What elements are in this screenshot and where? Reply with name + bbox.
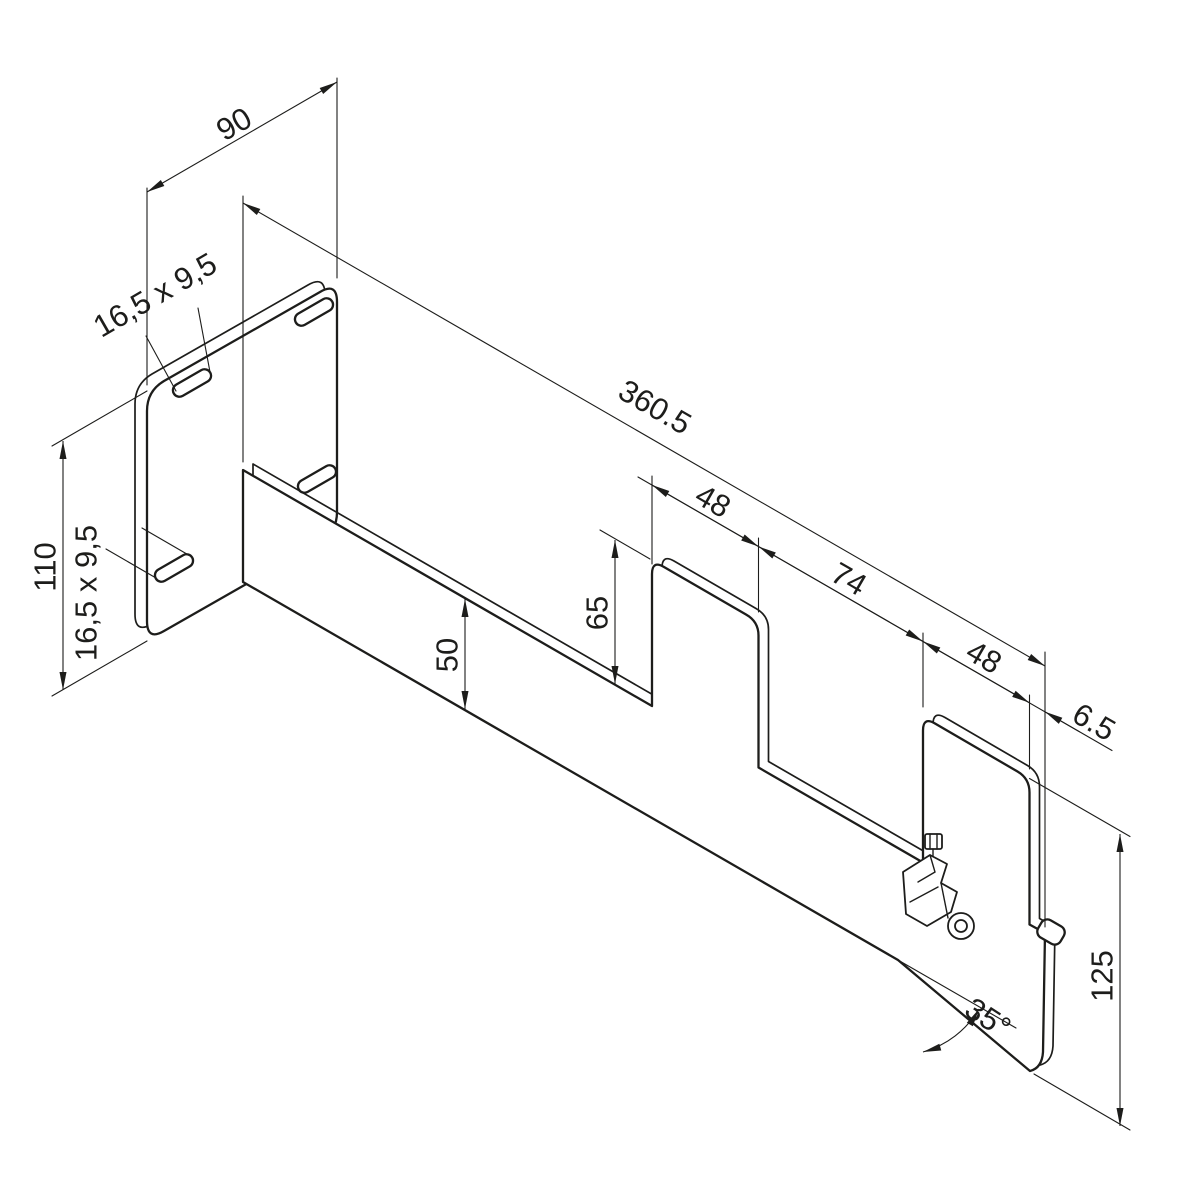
slot-leader-side [105,527,193,579]
dim-plate-height: 110 [28,542,63,591]
dim-line-74 [758,546,924,642]
clamp-top-nub [924,833,943,850]
dim-slot-size-side: 16,5 x 9,5 [69,525,104,661]
dim-arm-height: 50 [430,638,465,672]
dim-end-height: 125 [1085,950,1120,1002]
angle-arc-35 [922,1008,980,1053]
bracket-arm [241,468,1047,1073]
dimension-annotations [51,77,1131,1131]
dim-end-offset: 6.5 [1067,696,1122,748]
dim-line-6-5 [1044,711,1080,733]
bolt-head [954,919,968,933]
angle-ext-line [897,959,1017,1029]
clamp-body-lines [909,854,949,919]
dim-plate-width: 90 [210,100,257,148]
clamp-detail [902,833,975,940]
ext-line [51,390,148,697]
dim-hook-height: 65 [580,596,615,630]
dim-overall-length: 360.5 [613,372,698,441]
slot-leader-top [145,307,211,392]
ext-line [1028,777,1131,1131]
ext-line [599,529,651,560]
dim-line-90 [146,81,338,193]
dim-line-48b [922,641,1030,704]
dim-line-48a [651,484,759,547]
arm-end-tab [1036,918,1066,946]
